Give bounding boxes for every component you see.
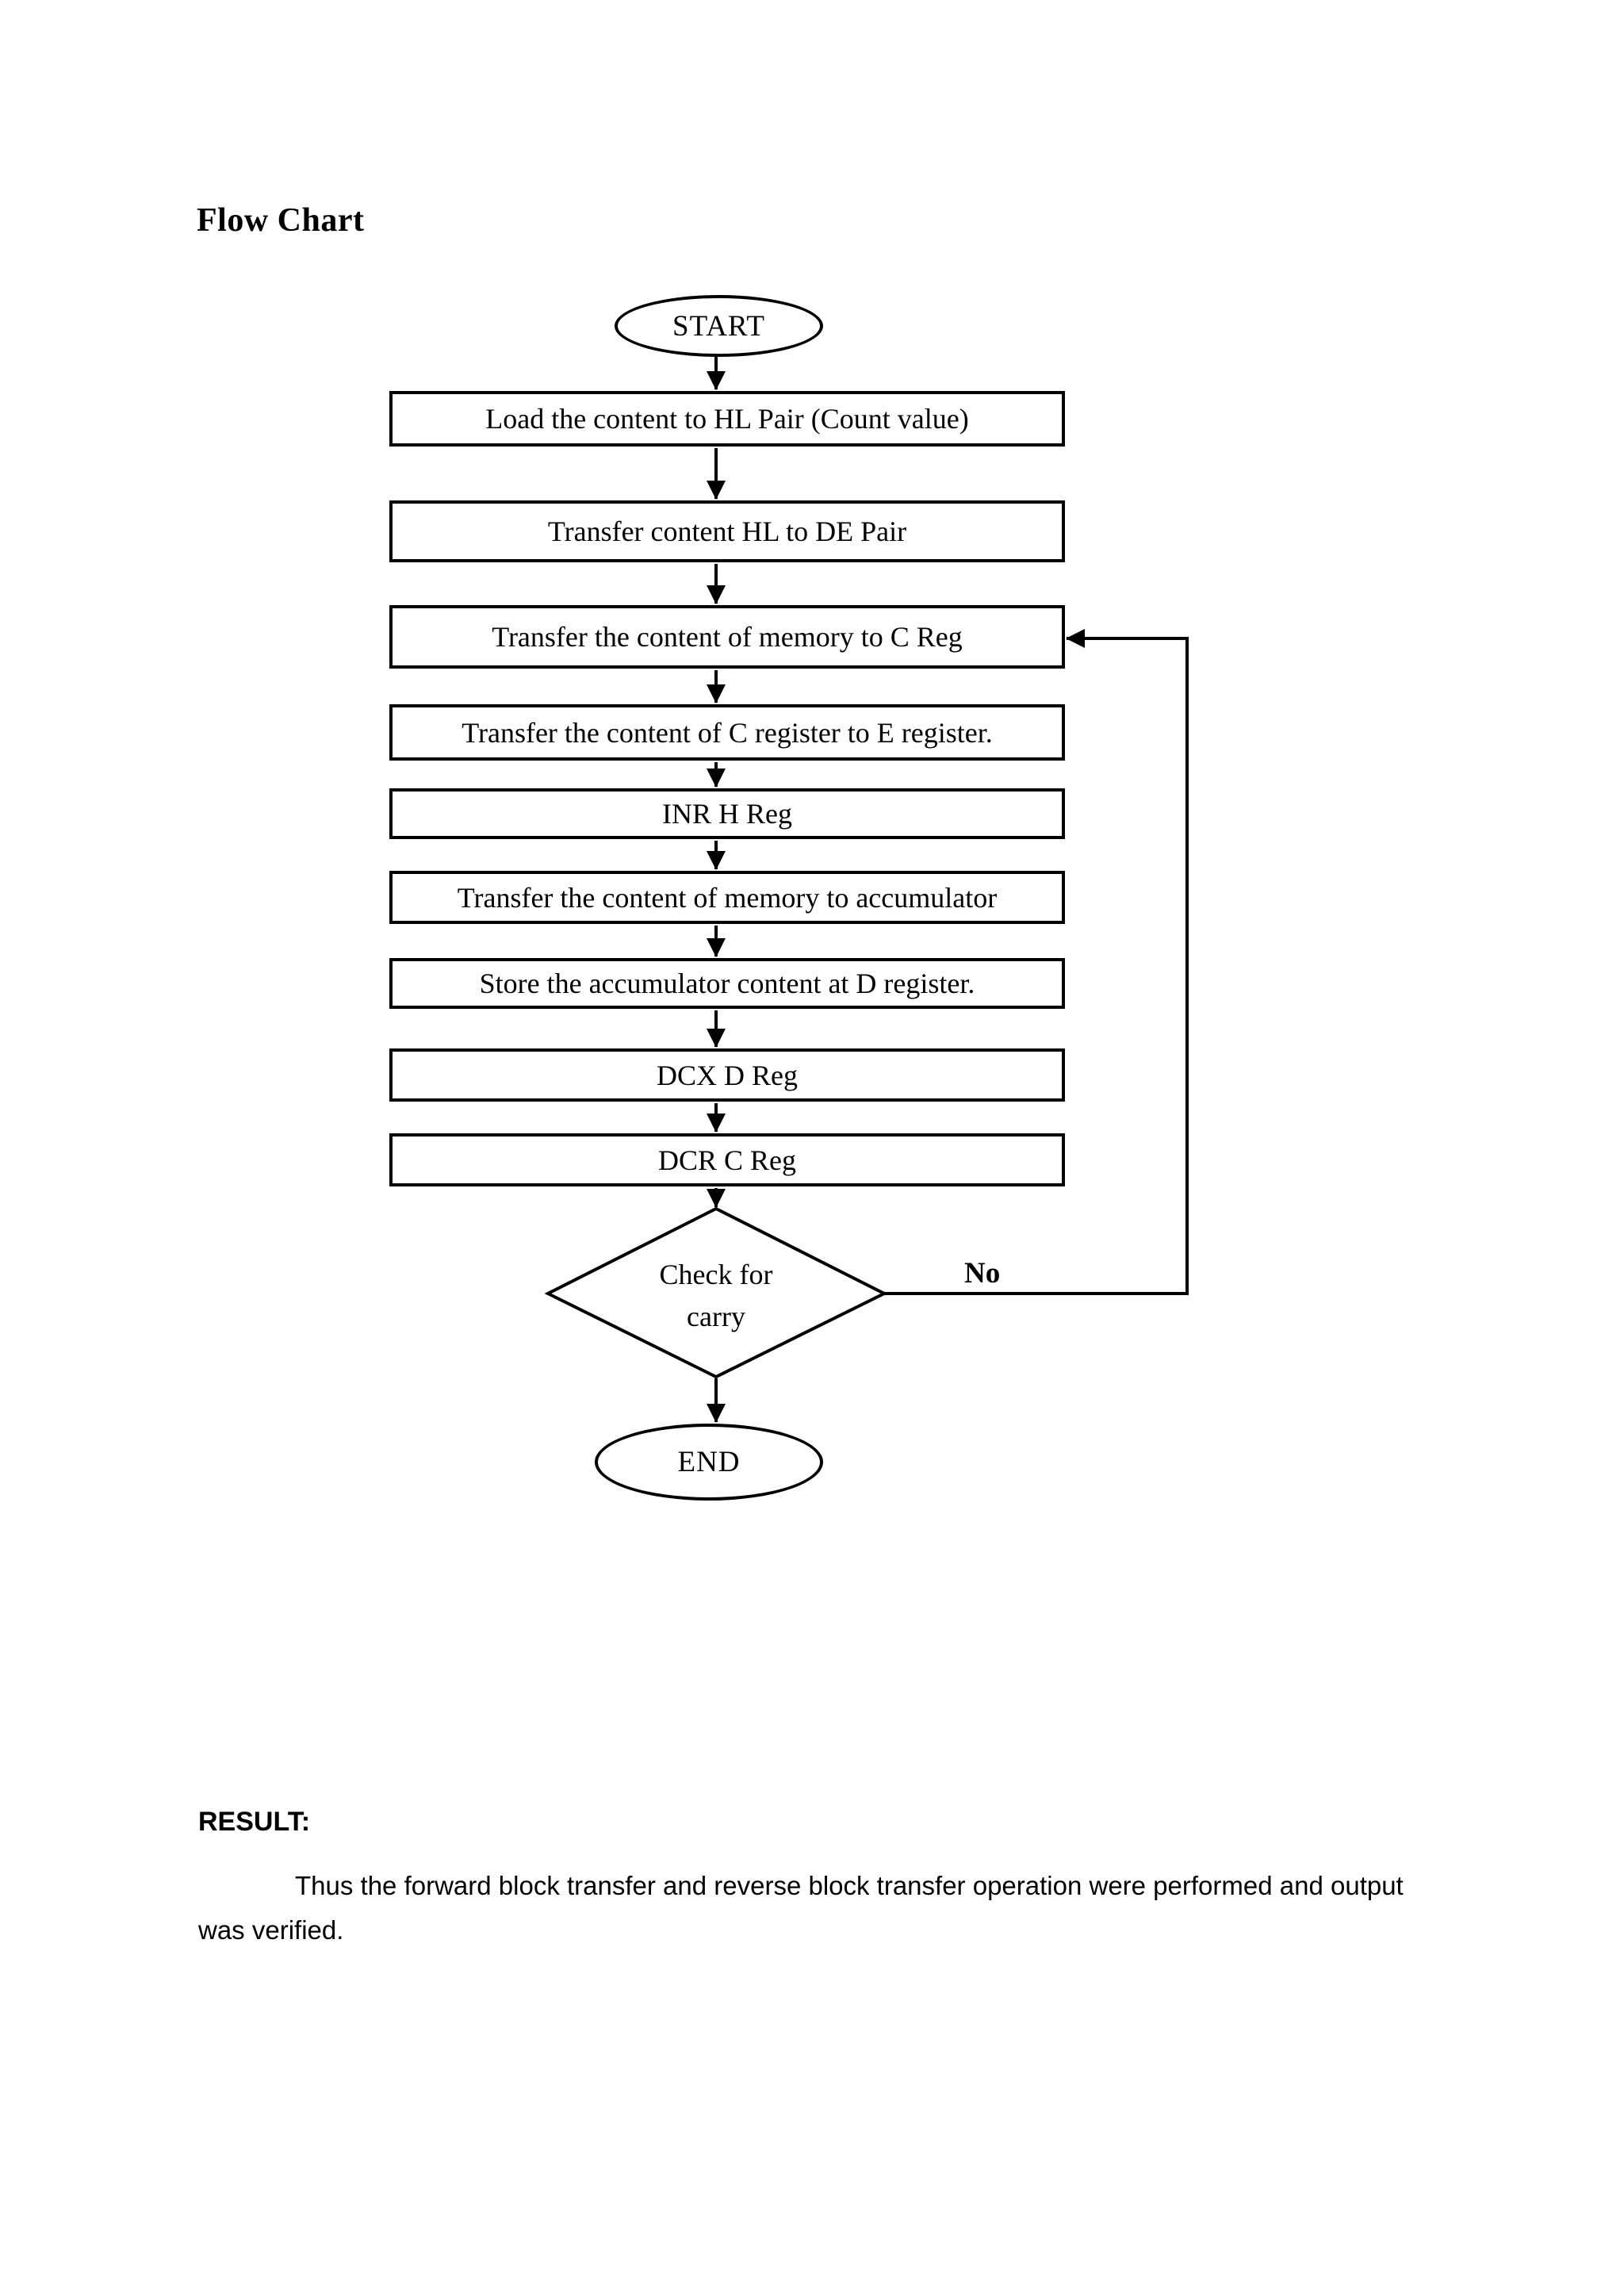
decision-label: Check for carry: [557, 1254, 875, 1338]
start-label: START: [672, 309, 765, 343]
process-box-c-reg-to-e-reg: Transfer the content of C register to E …: [389, 704, 1065, 761]
no-branch-connector: [884, 629, 1189, 1295]
process-box-dcx-d-reg: DCX D Reg: [389, 1048, 1065, 1102]
page-title: Flow Chart: [197, 202, 365, 239]
no-branch-label: No: [964, 1257, 1001, 1290]
process-box-dcr-c-reg: DCR C Reg: [389, 1133, 1065, 1186]
end-terminator: END: [595, 1424, 823, 1501]
decision-label-line2: carry: [687, 1301, 745, 1332]
process-box-load-hl-pair: Load the content to HL Pair (Count value…: [389, 391, 1065, 447]
result-body-text: Thus the forward block transfer and reve…: [198, 1871, 1404, 1945]
decision-diamond: [544, 1206, 888, 1379]
result-heading: RESULT:: [198, 1807, 311, 1837]
end-label: END: [677, 1446, 741, 1478]
start-terminator: START: [615, 295, 823, 357]
decision-label-line1: Check for: [659, 1259, 773, 1290]
process-box-memory-to-accum: Transfer the content of memory to accumu…: [389, 871, 1065, 924]
process-box-store-accum-d-reg: Store the accumulator content at D regis…: [389, 958, 1065, 1009]
process-box-memory-to-c-reg: Transfer the content of memory to C Reg: [389, 605, 1065, 669]
process-box-inr-h-reg: INR H Reg: [389, 788, 1065, 839]
process-box-transfer-hl-de: Transfer content HL to DE Pair: [389, 500, 1065, 562]
